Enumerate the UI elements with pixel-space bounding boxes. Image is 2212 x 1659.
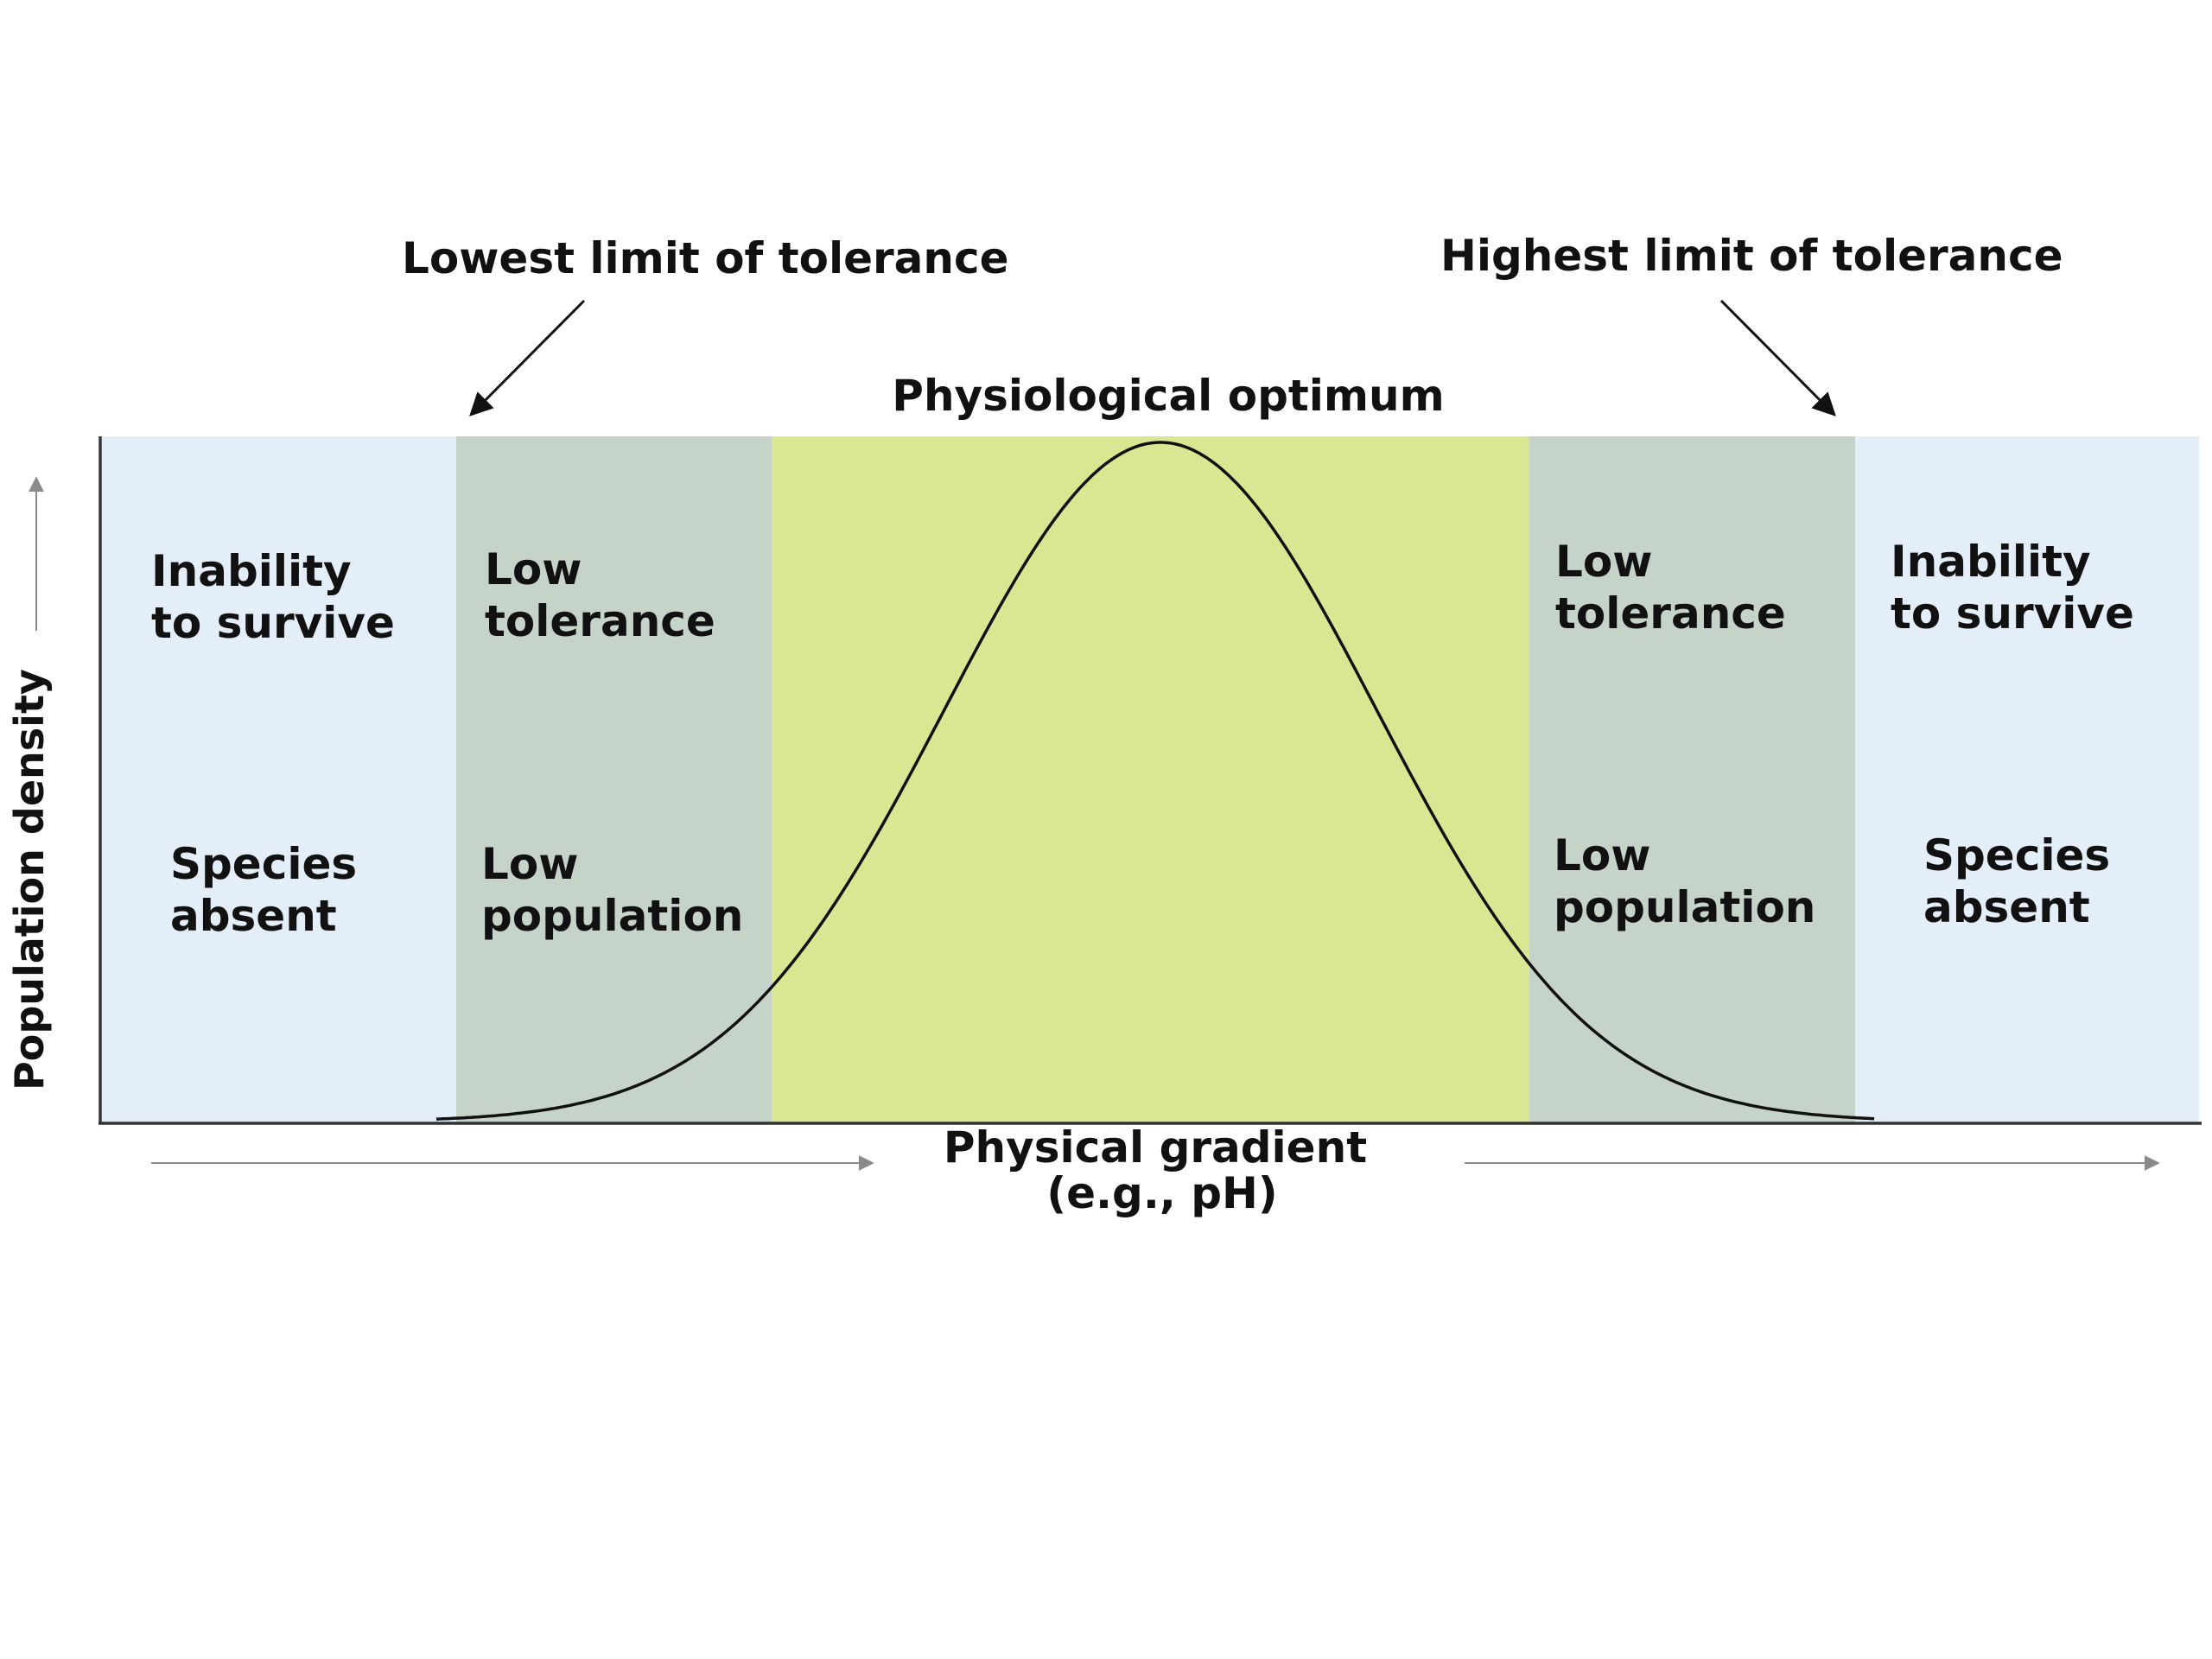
zone-left-tolerance bbox=[456, 436, 772, 1123]
zone-left-outer bbox=[102, 436, 456, 1123]
zone-right-outer-species-line2: absent bbox=[1923, 882, 2090, 932]
lowest-limit-label: Lowest limit of tolerance bbox=[402, 233, 1009, 283]
optimum-label: Physiological optimum bbox=[892, 371, 1444, 421]
zone-right-population-line1: Low bbox=[1554, 830, 1650, 880]
tolerance-curve bbox=[435, 441, 1875, 1121]
x-axis-label: Physical gradient bbox=[944, 1122, 1367, 1173]
zone-right-outer bbox=[1855, 436, 2199, 1123]
zone-left-outer-survival-line1: Inability bbox=[151, 546, 352, 596]
arrow-down-left-icon bbox=[469, 299, 586, 416]
y-axis-label: Population density bbox=[6, 669, 53, 1090]
highest-limit-label: Highest limit of tolerance bbox=[1440, 231, 2063, 281]
zone-left-population-line2: population bbox=[481, 891, 743, 941]
zone-right-tolerance-line2: tolerance bbox=[1555, 588, 1786, 639]
zone-right-tolerance bbox=[1529, 436, 1855, 1123]
zone-right-population-line2: population bbox=[1554, 882, 1815, 932]
zone-left-tolerance-line2: tolerance bbox=[485, 596, 715, 646]
zone-optimum bbox=[772, 436, 1529, 1123]
zone-left-outer-species-line2: absent bbox=[170, 891, 337, 941]
zone-left-outer-survival-line2: to survive bbox=[151, 598, 395, 648]
zone-right-outer-survival-line1: Inability bbox=[1891, 537, 2091, 587]
zone-right-outer-species-line1: Species bbox=[1923, 830, 2110, 880]
zone-left-outer-species-line1: Species bbox=[170, 839, 357, 889]
zone-right-tolerance-line1: Low bbox=[1555, 537, 1652, 587]
x-axis-label-example: (e.g., pH) bbox=[1046, 1168, 1277, 1218]
zone-left-population-line1: Low bbox=[481, 839, 578, 889]
zone-right-outer-survival-line2: to survive bbox=[1891, 588, 2134, 639]
zone-left-tolerance-line1: Low bbox=[485, 544, 582, 594]
arrow-down-right-icon bbox=[1719, 299, 1836, 416]
